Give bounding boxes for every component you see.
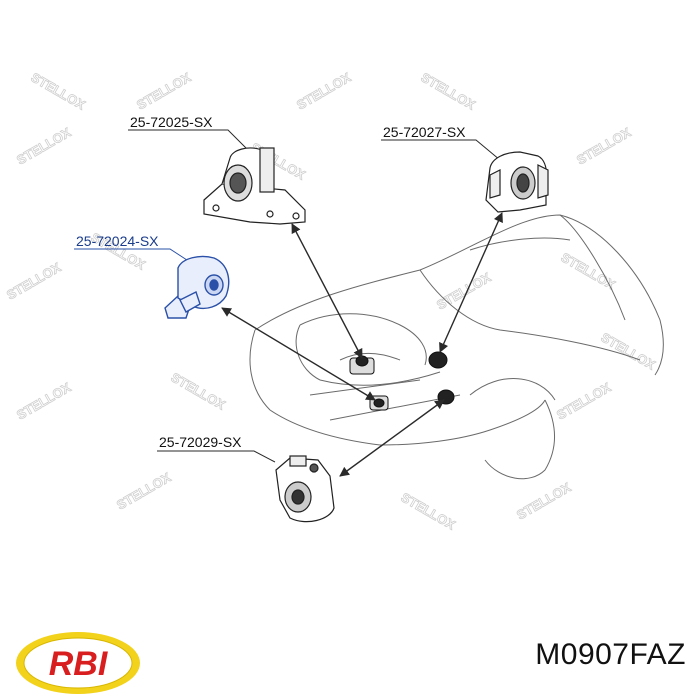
leader-line-72025 xyxy=(291,223,363,359)
watermark-text: STELLOX xyxy=(294,69,354,112)
mount-on-car-72027 xyxy=(428,351,448,369)
watermark-text: STELLOX xyxy=(554,379,614,422)
watermark-text: STELLOX xyxy=(14,124,74,167)
watermark-text: STELLOX xyxy=(134,69,194,112)
logo-text: RBI xyxy=(49,645,109,683)
part-illustration-72029 xyxy=(275,455,335,523)
leader-line-72024 xyxy=(221,307,376,401)
car-body-outline xyxy=(249,214,664,480)
watermark-text: STELLOX xyxy=(419,70,479,113)
callout-label-72029: 25-72029-SX xyxy=(159,434,242,450)
part-illustration-72027 xyxy=(485,151,549,213)
watermark-text: STELLOX xyxy=(4,259,64,302)
rbi-logo: RBI xyxy=(16,632,140,694)
watermark-text: STELLOX xyxy=(574,124,634,167)
watermark-text: STELLOX xyxy=(434,269,494,312)
watermark-text: STELLOX xyxy=(514,479,574,522)
callout-label-72025: 25-72025-SX xyxy=(130,114,213,130)
watermark-text: STELLOX xyxy=(114,469,174,512)
leader-lines xyxy=(221,212,503,477)
watermark-text: STELLOX xyxy=(169,370,229,413)
leader-line-72027 xyxy=(439,212,503,353)
callout-underlines xyxy=(74,129,501,463)
part-number: M0907FAZ xyxy=(535,638,686,671)
watermark-text: STELLOX xyxy=(14,379,74,422)
mount-on-car-72025 xyxy=(349,355,375,375)
callout-label-72024: 25-72024-SX xyxy=(76,233,159,249)
part-illustration-72025 xyxy=(203,147,306,225)
callout-label-72027: 25-72027-SX xyxy=(383,124,466,140)
watermark-text: STELLOX xyxy=(29,70,89,113)
part-illustration-72024 xyxy=(164,255,230,319)
watermark-text: STELLOX xyxy=(399,490,459,533)
watermark-pattern: STELLOX STELLOX STELLOX STELLOX STELLOX … xyxy=(4,69,659,533)
watermark-text: STELLOX xyxy=(559,250,619,293)
leader-line-72029 xyxy=(339,399,445,477)
watermark-text: STELLOX xyxy=(599,330,659,373)
